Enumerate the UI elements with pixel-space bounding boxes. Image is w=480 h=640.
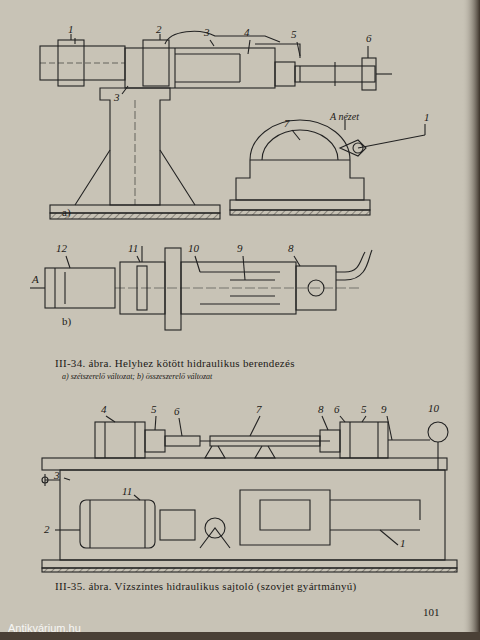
callout-number: 7 xyxy=(284,118,290,129)
callout-number: 2 xyxy=(44,524,50,535)
callout-number: 7 xyxy=(256,404,262,415)
callout-number: 1 xyxy=(400,538,406,549)
fig-34a xyxy=(40,31,425,219)
callout-number: 2 xyxy=(156,24,162,35)
callout-number: b) xyxy=(62,316,71,327)
fig-35 xyxy=(42,416,457,572)
callout-number: a) xyxy=(62,207,71,218)
callout-number: 6 xyxy=(334,404,340,415)
callout-number: 6 xyxy=(174,406,180,417)
callout-number: 8 xyxy=(318,404,324,415)
callout-number: A xyxy=(32,274,39,285)
callout-number: 1 xyxy=(68,24,74,35)
page-number: 101 xyxy=(423,607,440,618)
page-edge xyxy=(462,0,480,640)
callout-number: 8 xyxy=(288,243,294,254)
callout-number: 11 xyxy=(122,486,132,497)
caption-subtitle: a) szétszerelő változat; b) összeszerelő… xyxy=(62,373,212,381)
callout-number: 4 xyxy=(101,404,107,415)
callout-number: 3 xyxy=(54,470,60,481)
callout-number: 10 xyxy=(428,403,439,414)
callout-number: 6 xyxy=(366,33,372,44)
callout-number: 4 xyxy=(244,27,250,38)
watermark: Antikvárium.hu xyxy=(8,623,81,634)
callout-number: 3 xyxy=(114,92,120,103)
callout-number: 5 xyxy=(361,404,367,415)
fig-34b xyxy=(30,246,372,330)
callout-number: 5 xyxy=(151,404,157,415)
view-label: A nézet xyxy=(330,112,359,122)
callout-number: 3 xyxy=(204,27,210,38)
callout-number: 5 xyxy=(291,29,297,40)
callout-number: 1 xyxy=(424,112,430,123)
callout-number: 10 xyxy=(188,243,199,254)
figure-caption: III-34. ábra. Helyhez kötött hidraulikus… xyxy=(55,358,295,369)
callout-number: 12 xyxy=(56,243,67,254)
callout-number: 9 xyxy=(237,243,243,254)
callout-number: 9 xyxy=(381,404,387,415)
figure-caption: III-35. ábra. Vízszintes hidraulikus saj… xyxy=(55,581,357,592)
callout-number: 11 xyxy=(128,243,138,254)
